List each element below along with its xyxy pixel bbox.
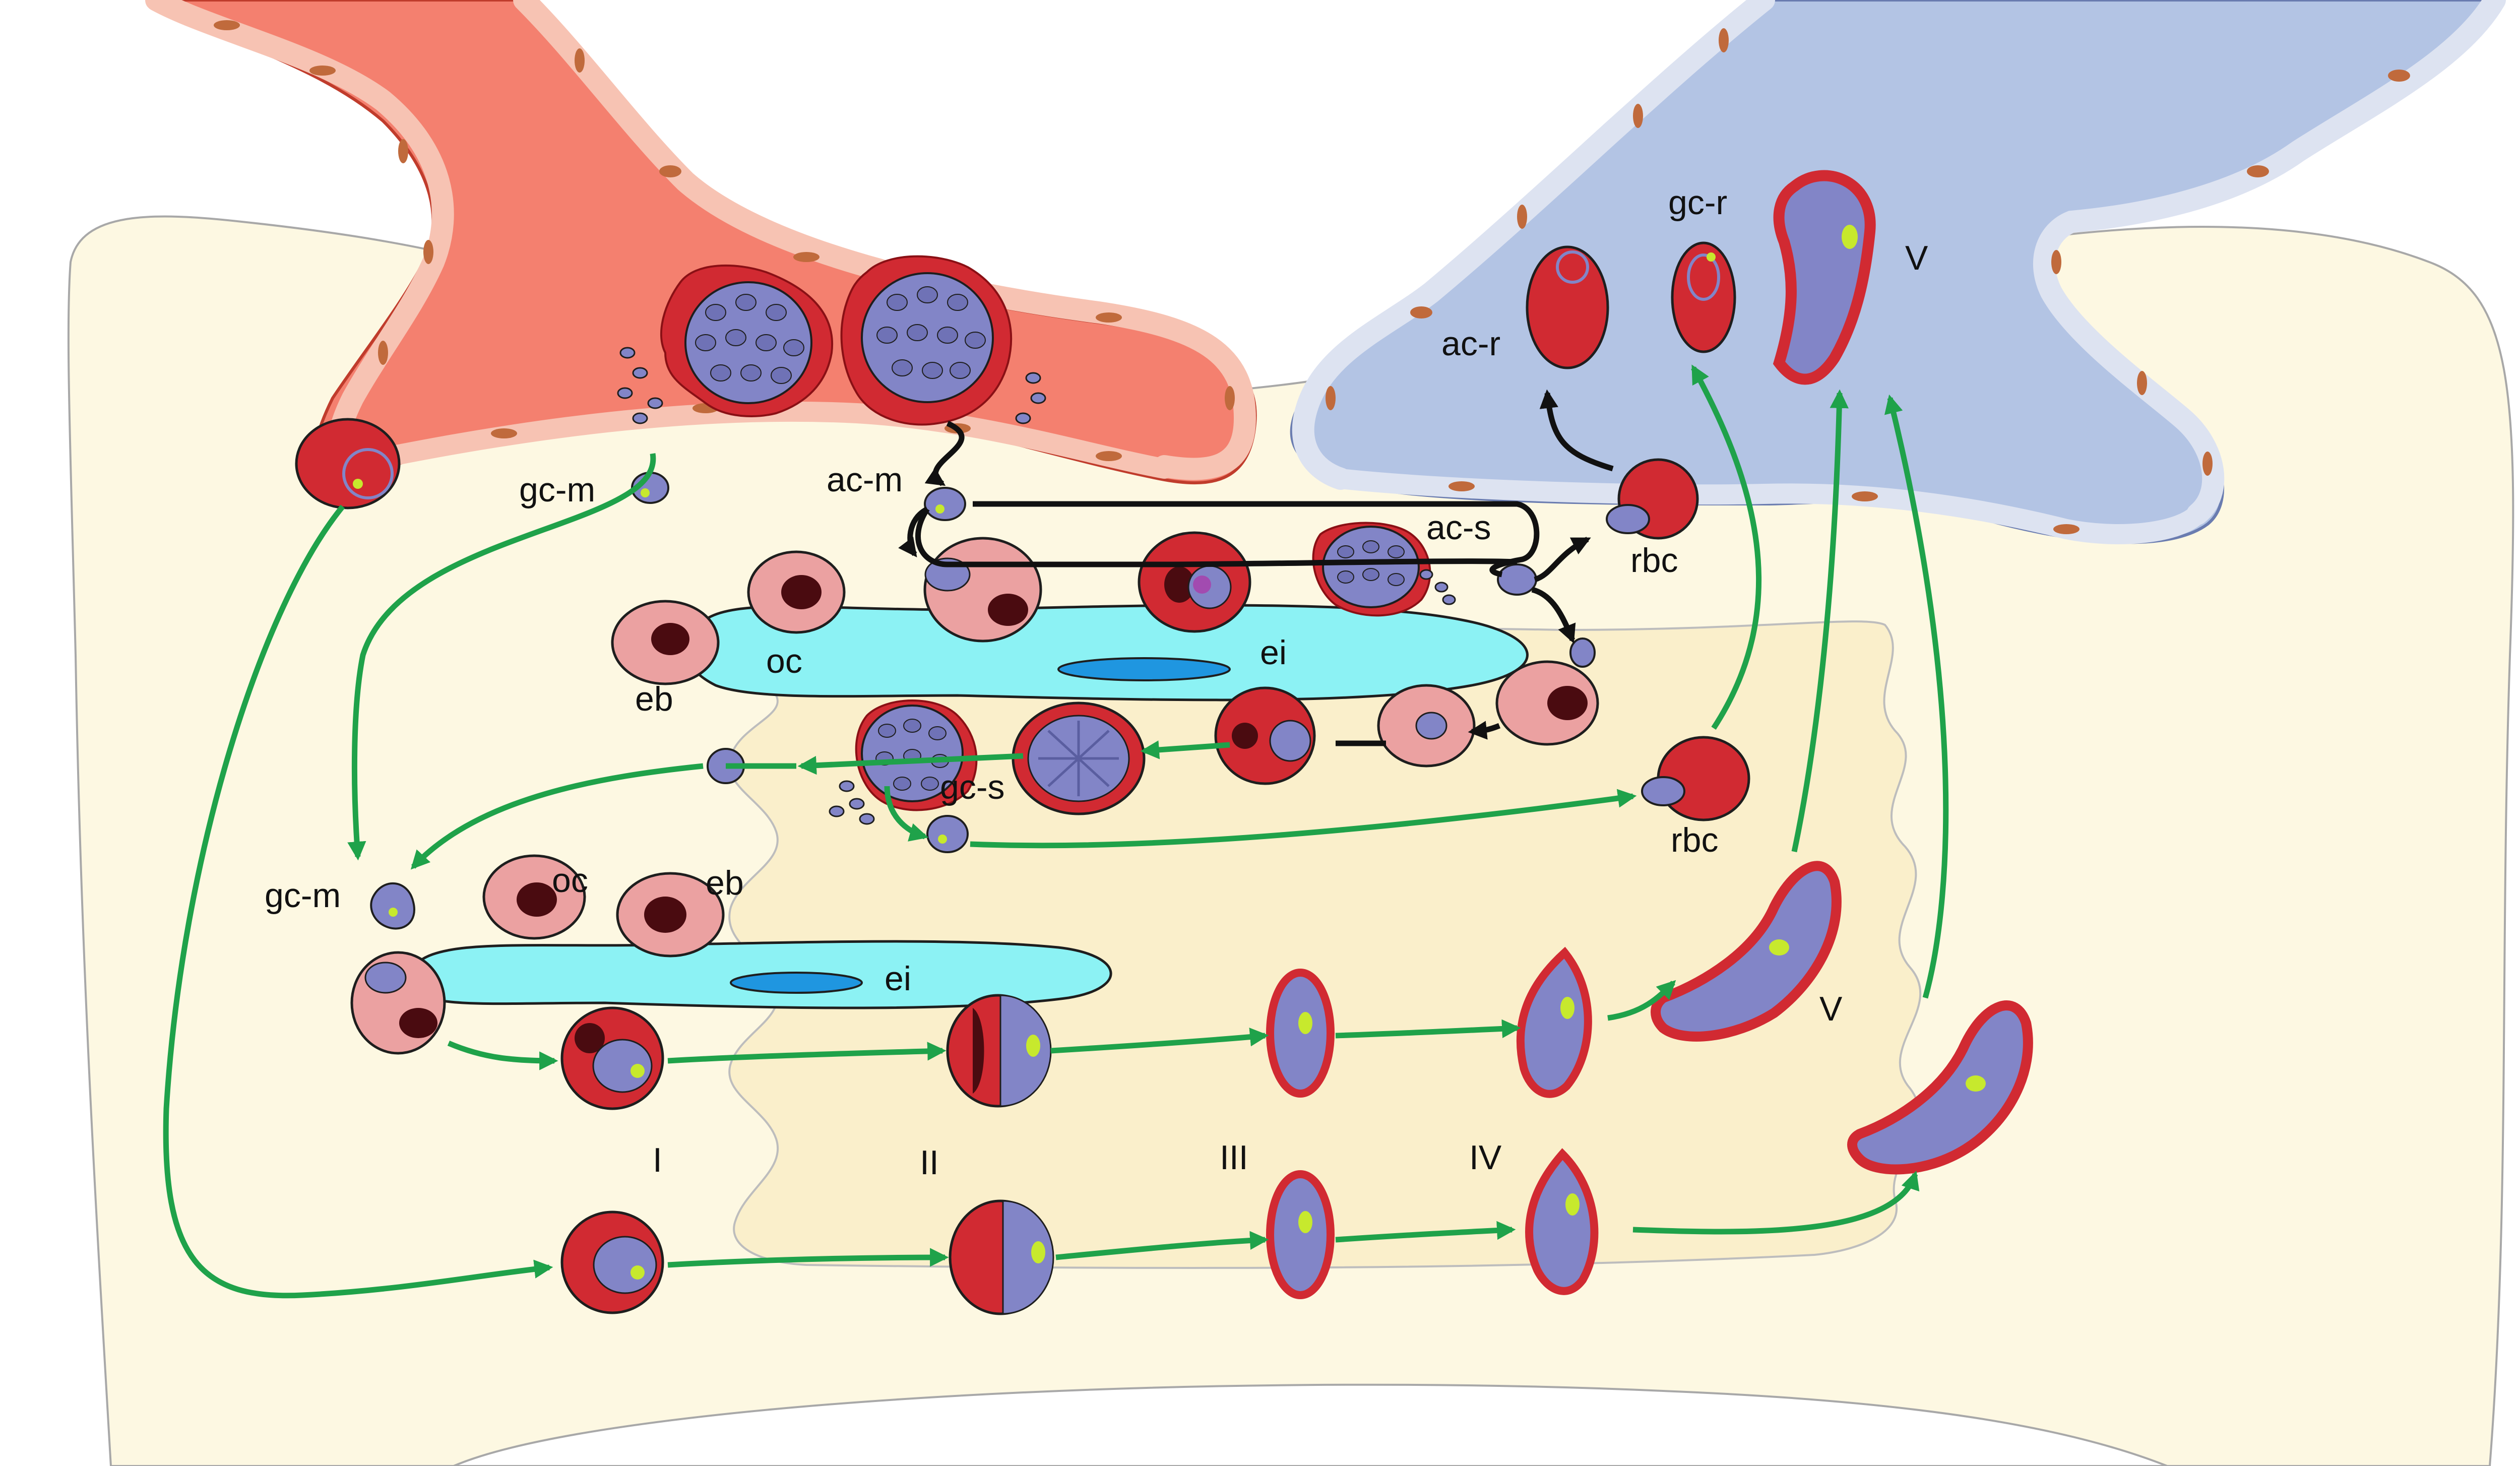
- rbc-mid: [1641, 736, 1750, 821]
- macrophage-top: [686, 604, 1529, 702]
- rupturing-schizont: [660, 264, 834, 417]
- label-v-mid: V: [1819, 990, 1843, 1028]
- diagram-labels: ac-m ac-s ac-r gc-r gc-m gc-m gc-s rbc r…: [265, 183, 1928, 1182]
- mature-gametocyte-v-2: [1847, 1000, 2033, 1175]
- erythroblast-infected: [923, 537, 1042, 643]
- merozoite-ac-s: [1497, 563, 1537, 596]
- gametocyte-stage-4-row2: [1525, 1148, 1599, 1295]
- ring-erythrocyte-ac-r: [1526, 245, 1609, 369]
- label-v-top: V: [1905, 239, 1928, 277]
- rbc-top: [1606, 458, 1699, 540]
- label-stage-4: IV: [1469, 1138, 1502, 1177]
- erythroblast: [611, 600, 720, 685]
- label-eb-top: eb: [635, 680, 673, 718]
- label-ac-m: ac-m: [827, 461, 903, 499]
- label-ac-s: ac-s: [1426, 508, 1491, 547]
- gametocyte-stage-4-row1: [1516, 946, 1592, 1098]
- merozoite-gc-s: [926, 815, 969, 853]
- merozoite: [1569, 638, 1596, 668]
- gametocyte-stage-3-row2: [1266, 1170, 1335, 1299]
- gametocyte-stage-1-row2: [560, 1210, 664, 1314]
- erythroblast-infected: [350, 951, 446, 1055]
- merozoites: [617, 347, 1456, 825]
- label-stage-1: I: [653, 1141, 662, 1179]
- erythroblast: [616, 872, 725, 958]
- label-ei-top: ei: [1260, 633, 1287, 672]
- gametocyte-stage-1-row1: [560, 1006, 664, 1110]
- gametocyte-stage-2-row2: [949, 1199, 1054, 1315]
- rupturing-schizont: [840, 255, 1013, 426]
- rupturing-schizont: [1312, 522, 1431, 617]
- label-ei-bottom: ei: [885, 960, 911, 998]
- erythroblast: [1495, 660, 1599, 746]
- erythroblast: [747, 550, 846, 634]
- label-gc-r: gc-r: [1668, 183, 1727, 222]
- asexual-pathways: [898, 389, 1614, 746]
- rupturing-schizont: [855, 699, 978, 811]
- schizont: [1012, 702, 1146, 815]
- mature-gametocyte-v-top: [1773, 170, 1876, 385]
- macrophage-bottom: [405, 940, 1112, 1009]
- label-gc-m-top: gc-m: [519, 471, 595, 509]
- infected-erythrocyte: [1214, 686, 1316, 785]
- label-gc-m-left: gc-m: [265, 876, 341, 915]
- label-eb-bottom: eb: [706, 864, 744, 902]
- erythroblast-infected: [1377, 684, 1476, 768]
- label-stage-3: III: [1220, 1138, 1248, 1177]
- label-ac-r: ac-r: [1441, 325, 1500, 363]
- erythroblast: [482, 854, 586, 940]
- label-stage-2: II: [920, 1143, 939, 1182]
- infected-erythrocyte: [1138, 531, 1251, 633]
- gametocyte-stage-3-row1: [1266, 969, 1335, 1098]
- label-rbc-top: rbc: [1630, 541, 1678, 580]
- ring-erythrocyte-gc-r: [1671, 241, 1736, 353]
- gametocyte-stage-2-row1: [946, 994, 1052, 1108]
- mature-gametocyte-v-1: [1651, 861, 1842, 1042]
- label-gc-s: gc-s: [940, 768, 1004, 806]
- gametocyte-pathways: [163, 364, 1949, 1299]
- label-rbc-mid: rbc: [1671, 821, 1718, 859]
- merozoite-gc-m-left: [370, 882, 415, 930]
- label-oc-bottom: oc: [552, 861, 588, 900]
- infected-erythrocyte: [295, 418, 401, 509]
- label-oc-top: oc: [766, 642, 802, 680]
- merozoite-ac-m: [924, 487, 966, 521]
